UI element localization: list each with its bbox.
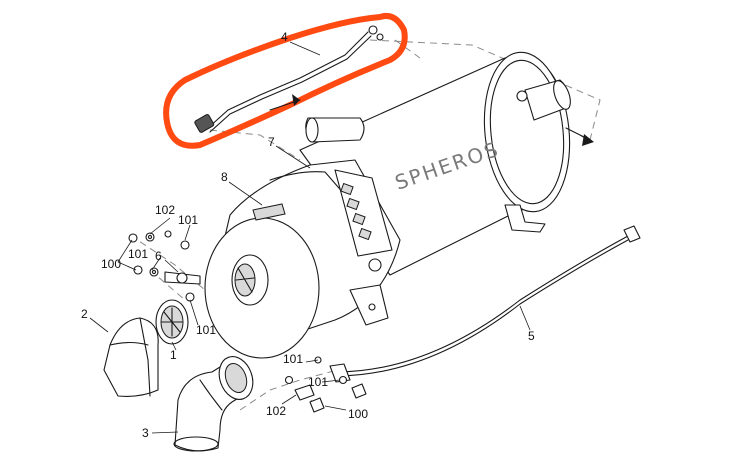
burner-head	[204, 159, 401, 359]
callout-7: 7	[268, 135, 275, 149]
callout-3: 3	[142, 426, 149, 440]
callout-2: 2	[81, 307, 88, 321]
cover-part-2	[103, 317, 159, 397]
callout-5: 5	[528, 329, 535, 343]
callout-101c: 101	[196, 323, 216, 337]
callout-102a: 102	[155, 203, 175, 217]
callout-100a: 100	[101, 257, 121, 271]
callout-101b: 101	[128, 247, 148, 261]
callout-4: 4	[281, 30, 288, 44]
flow-arrows	[269, 94, 594, 146]
elbow-pipe-part-3	[173, 356, 254, 452]
arrow-icon	[292, 94, 300, 106]
hardware-left	[128, 230, 201, 302]
callout-8: 8	[221, 170, 228, 184]
callout-1: 1	[170, 348, 177, 362]
arrow-icon	[582, 134, 594, 146]
callouts: 4 7 8 102 101 100 101 6 101 2 1 3 5 101 …	[81, 30, 535, 440]
callout-101e: 101	[308, 375, 328, 389]
callout-101a: 101	[178, 213, 198, 227]
highlight-outline-icon	[163, 12, 408, 149]
callout-101d: 101	[283, 352, 303, 366]
callout-6: 6	[155, 249, 162, 263]
callout-100b: 100	[348, 407, 368, 421]
cable-harness-part-4[interactable]	[194, 25, 384, 133]
callout-102b: 102	[266, 404, 286, 418]
leader-lines	[89, 41, 531, 434]
inlet-grille-part-1	[155, 299, 189, 345]
